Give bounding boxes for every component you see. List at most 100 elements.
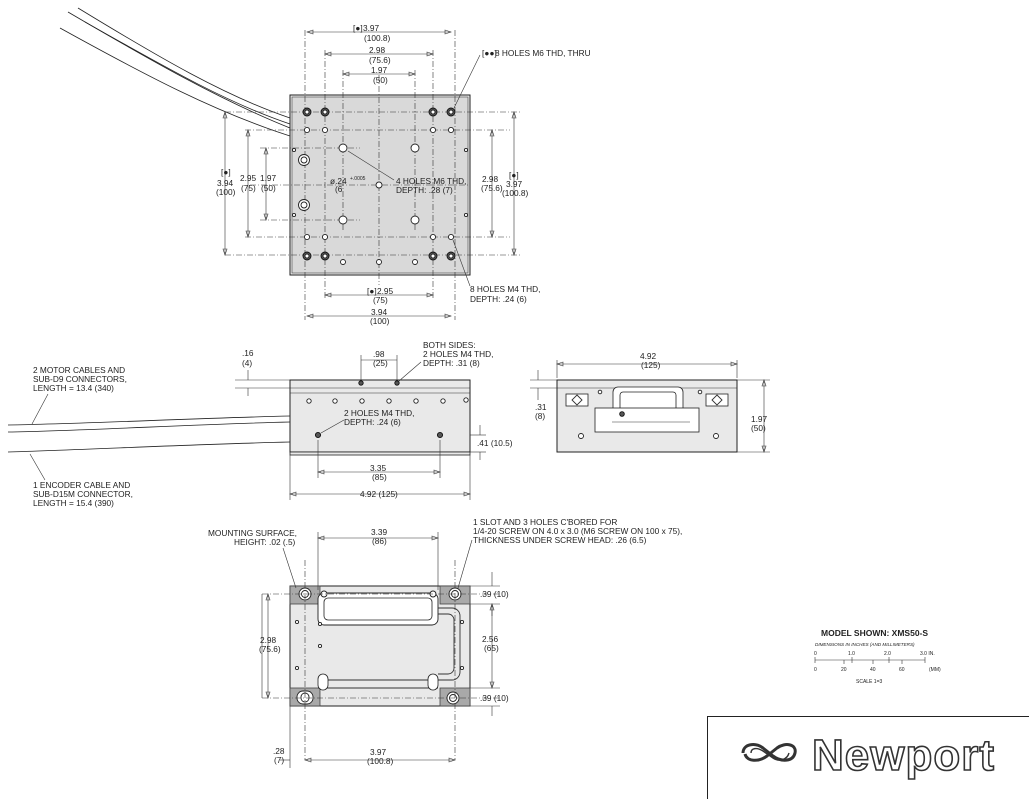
dim-bot-256: 2.56 [482, 634, 499, 644]
dim-end-197: 1.97 [751, 414, 768, 424]
dim-left-75: (75) [241, 183, 256, 193]
datum-marker: [●] [353, 23, 363, 33]
cable-channel [438, 607, 461, 681]
dim-end-50: (50) [751, 423, 766, 433]
motor-cable [67, 11, 291, 129]
dim-bot-1008: (100.8) [367, 756, 394, 766]
side-view: .16 (4) .98 (25) BOTH SIDES: 2 HOLES M4 … [7, 340, 513, 508]
dim-right-1008: (100.8) [502, 188, 529, 198]
dim-bot-039a: .39 (10) [480, 589, 509, 599]
dim-top-50: (50) [373, 75, 388, 85]
dim-bot-397: 3.97 [370, 747, 387, 757]
scale-block: MODEL SHOWN: XMS50-S DIMENSIONS IN INCHE… [814, 628, 941, 685]
dim-top-756: (75.6) [369, 55, 391, 65]
motor-cable [84, 21, 291, 125]
note-slot-1: 1 SLOT AND 3 HOLES C'BORED FOR [473, 517, 617, 527]
note-both-2: 2 HOLES M4 THD, [423, 349, 493, 359]
dim-bot-394: 3.94 [371, 307, 388, 317]
dim-top-298: 2.98 [369, 45, 386, 55]
note-side-m4-2: DEPTH: .24 (6) [344, 417, 401, 427]
note-enc-2: SUB-D15M CONNECTOR, [33, 489, 133, 499]
note-m4-2: DEPTH: .24 (6) [470, 294, 527, 304]
dim-top-197: 1.97 [371, 65, 388, 75]
dim-right-756: (75.6) [481, 183, 503, 193]
scale-in-3: 3.0 IN. [920, 651, 935, 657]
dim-top-397: 3.97 [363, 23, 380, 33]
m4-holes [303, 126, 455, 241]
m6-thru-holes [302, 107, 456, 261]
scale-in-0: 0 [814, 651, 817, 657]
scale-mm-unit: (MM) [929, 667, 941, 673]
note-slot-3: THICKNESS UNDER SCREW HEAD: .26 (6.5) [473, 535, 647, 545]
end-view: 4.92 (125) .31 (8) 1.97 (50) [530, 351, 770, 453]
scale-mm-40: 40 [870, 667, 876, 673]
datum-marker: [●] [221, 167, 231, 177]
datum-marker: [●] [367, 286, 377, 296]
dim-side-335: 3.35 [370, 463, 387, 473]
dim-left-100: (100) [216, 187, 236, 197]
note-motor-1: 2 MOTOR CABLES AND [33, 365, 125, 375]
motor-cable [7, 421, 291, 433]
scale-ratio: SCALE 1=3 [856, 679, 882, 685]
datum-marker: [●●] [482, 48, 497, 58]
note-slot-2: 1/4-20 SCREW ON 4.0 x 3.0 (M6 SCREW ON 1… [473, 526, 682, 536]
title-block [707, 716, 1029, 799]
note-motor-3: LENGTH = 13.4 (340) [33, 383, 114, 393]
note-both-3: DEPTH: .31 (8) [423, 358, 480, 368]
dim-side-492: 4.92 (125) [360, 489, 398, 499]
dim-side-098: .98 [373, 349, 385, 359]
dim-side-016: .16 [242, 348, 254, 358]
dim-dia-6: (6 [335, 184, 343, 194]
dim-bot-75: (75) [373, 295, 388, 305]
dim-top-1008: (100.8) [364, 33, 391, 43]
dim-right-298: 2.98 [482, 174, 499, 184]
note-side-m4-1: 2 HOLES M4 THD, [344, 408, 414, 418]
scale-in-2: 2.0 [884, 651, 891, 657]
dim-bot-295: 2.95 [377, 286, 394, 296]
note-m6-thd-2: DEPTH: .28 (7) [396, 185, 453, 195]
motor-cable [7, 415, 291, 426]
dim-bot-756: (75.6) [259, 644, 281, 654]
dim-side-4: (4) [242, 358, 252, 368]
center-pin-hole [375, 181, 383, 189]
dim-side-25: (25) [373, 358, 388, 368]
dim-bot-028: .28 [273, 746, 285, 756]
scale-mm-0: 0 [814, 667, 817, 673]
encoder-cable [59, 27, 291, 137]
dim-end-8: (8) [535, 411, 545, 421]
note-mount-1: MOUNTING SURFACE, [208, 528, 297, 538]
note-m6-thd-1: 4 HOLES M6 THD, [396, 176, 466, 186]
dim-bot-339: 3.39 [371, 527, 388, 537]
dim-bot-7: (7) [274, 755, 284, 765]
dim-left-295: 2.95 [240, 173, 257, 183]
dim-left-197: 1.97 [260, 173, 277, 183]
dim-bot-65: (65) [484, 643, 499, 653]
encoder-cable [7, 441, 291, 453]
note-m4-1: 8 HOLES M4 THD, [470, 284, 540, 294]
dim-bot-86: (86) [372, 536, 387, 546]
top-view: 3.97 (100.8) [●] 2.98 (75.6) 1.97 (50) [… [59, 7, 591, 326]
scale-mm-60: 60 [899, 667, 905, 673]
dim-side-041: .41 (10.5) [477, 438, 513, 448]
dim-dia-tol: +.0005 [350, 176, 366, 182]
dim-right-397: 3.97 [506, 179, 523, 189]
datum-marker: [●] [509, 170, 519, 180]
dim-end-492: 4.92 [640, 351, 657, 361]
note-enc-1: 1 ENCODER CABLE AND [33, 480, 130, 490]
dim-bot-298: 2.98 [260, 635, 277, 645]
note-enc-3: LENGTH = 15.4 (390) [33, 498, 114, 508]
note-motor-2: SUB-D9 CONNECTORS, [33, 374, 127, 384]
dim-bot-100: (100) [370, 316, 390, 326]
newport-logo-icon [741, 743, 797, 762]
dim-end-125: (125) [641, 360, 661, 370]
note-both-1: BOTH SIDES: [423, 340, 476, 350]
note-m6-thru: 8 HOLES M6 THD, THRU [495, 48, 591, 58]
dim-left-50: (50) [261, 183, 276, 193]
dim-end-031: .31 [535, 402, 547, 412]
model-label: MODEL SHOWN: XMS50-S [821, 628, 928, 638]
motor-cable [77, 7, 291, 119]
brand-name: Newport [811, 730, 995, 781]
bottom-view: MOUNTING SURFACE, HEIGHT: .02 (.5) 3.39 … [208, 517, 682, 768]
